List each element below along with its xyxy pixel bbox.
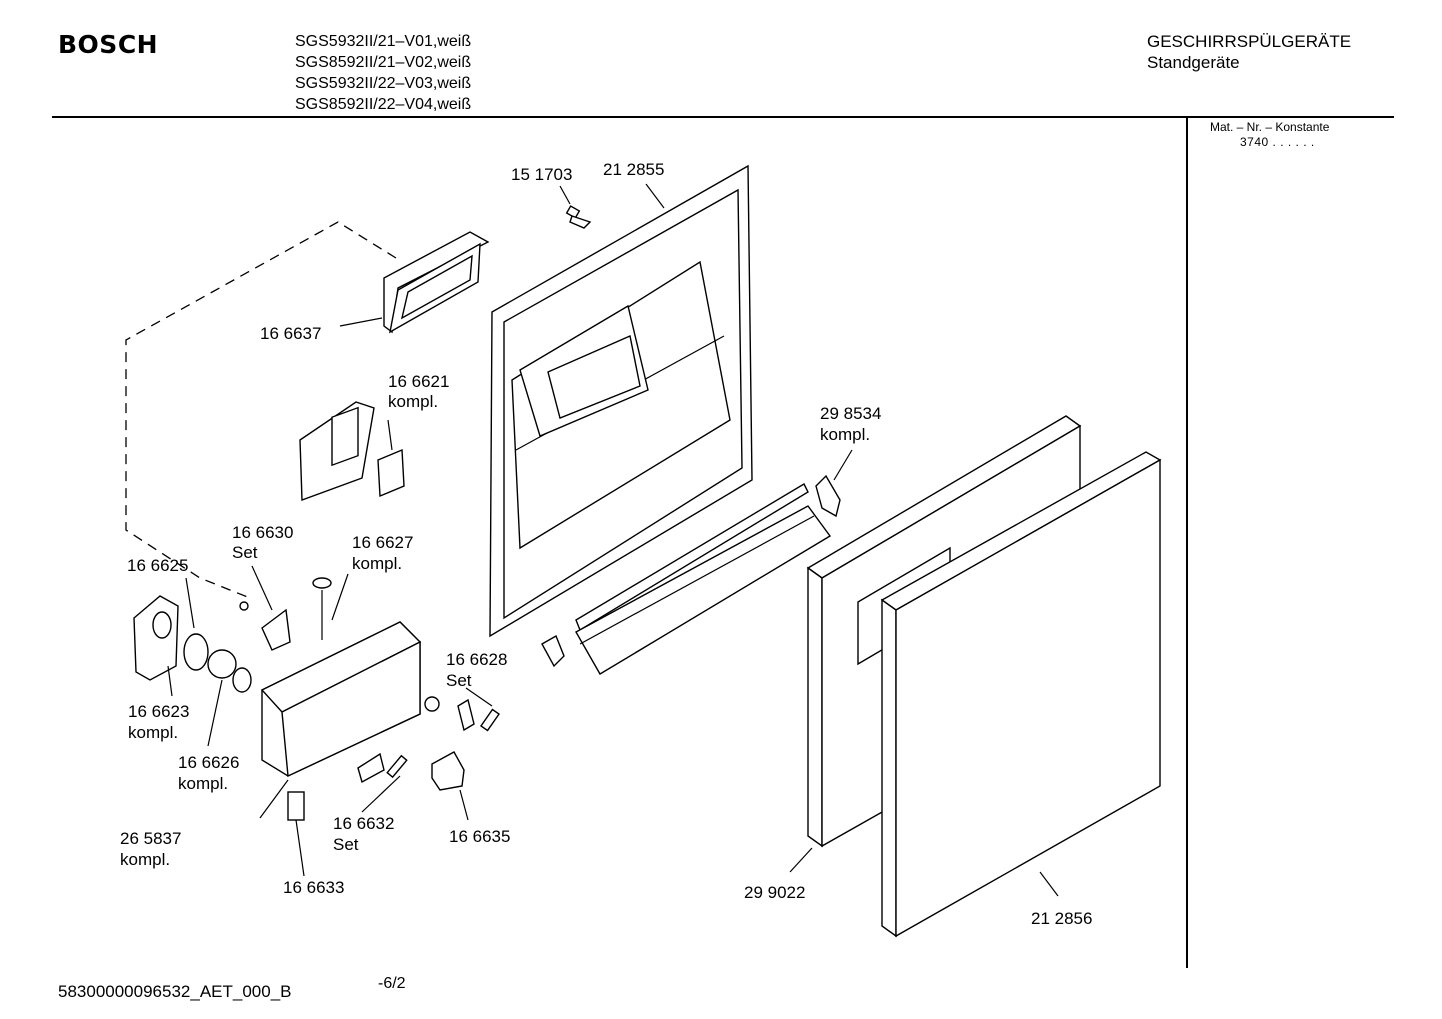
leader-line (331, 573, 349, 621)
rail-clip-part (541, 634, 565, 668)
lever-part (457, 698, 475, 732)
part-label: 16 6635 (449, 827, 510, 846)
gasket-ring (183, 633, 209, 671)
ball-part (424, 696, 440, 712)
model-line: SGS5932II/21–V01,weiß (295, 33, 472, 50)
part-label: 21 2855 (603, 160, 664, 179)
leader-line (251, 565, 273, 611)
leader-line (295, 819, 305, 877)
model-list: SGS5932II/21–V01,weiß SGS8592II/21–V02,w… (295, 31, 471, 115)
outer-door-panel (880, 451, 1162, 938)
leader-line (1039, 871, 1059, 897)
leader-line (207, 679, 223, 747)
seal-frame-part (383, 231, 490, 334)
part-label: 15 1703 (511, 165, 572, 184)
model-line: SGS8592II/21–V02,weiß (295, 54, 472, 71)
document-id: 58300000096532_AET_000_B (58, 982, 292, 1001)
part-label: 16 6633 (283, 878, 344, 897)
dispenser-cover-part (299, 401, 405, 501)
mat-nr-value: 3740 . . . . . . (1240, 135, 1315, 149)
part-label: 16 6637 (260, 324, 321, 343)
leader-line (361, 775, 401, 813)
leader-line (339, 317, 383, 327)
model-line: SGS5932II/22–V03,weiß (295, 75, 472, 92)
door-rail-upper (575, 483, 832, 675)
leader-line (185, 577, 195, 629)
side-divider (1186, 118, 1188, 968)
spring-part (480, 708, 500, 732)
leader-line (833, 449, 853, 481)
front-bezel-part (133, 595, 179, 681)
leader-line (259, 779, 289, 819)
dispenser-housing-part (260, 621, 422, 778)
brand-logo: BOSCH (58, 30, 159, 59)
nozzle-part (207, 649, 237, 679)
header-divider (52, 116, 1394, 118)
hinge-part (815, 474, 841, 518)
leader-line (387, 419, 393, 451)
leader-line (167, 665, 173, 697)
page-number: -6/2 (378, 975, 406, 992)
spring-part (386, 754, 408, 779)
leader-line (465, 687, 493, 707)
category-subtitle: Standgeräte (1147, 53, 1240, 72)
mat-nr-panel: Mat. – Nr. – Konstante 3740 . . . . . . (1210, 120, 1329, 150)
part-label: 29 9022 (744, 883, 805, 902)
inner-door-panel (489, 164, 753, 638)
leader-line (559, 185, 571, 205)
leader-line (645, 183, 665, 209)
category-title: GESCHIRRSPÜLGERÄTE (1147, 32, 1352, 51)
lever-spring-part (239, 601, 291, 651)
latch-part (357, 752, 385, 784)
category-block: GESCHIRRSPÜLGERÄTE Standgeräte (1147, 31, 1351, 73)
part-label: 21 2856 (1031, 909, 1092, 928)
leader-line (789, 847, 813, 873)
mat-nr-label: Mat. – Nr. – Konstante (1210, 120, 1330, 134)
model-line: SGS8592II/22–V04,weiß (295, 96, 472, 113)
part-label: 16 6625 (127, 556, 188, 575)
assembly-dashed-line (125, 221, 397, 599)
switch-part (431, 751, 465, 791)
cap-part (287, 791, 305, 821)
valve-stem-part (312, 577, 332, 640)
screw-part (565, 205, 592, 229)
leader-line (459, 789, 469, 821)
o-ring (232, 667, 252, 693)
